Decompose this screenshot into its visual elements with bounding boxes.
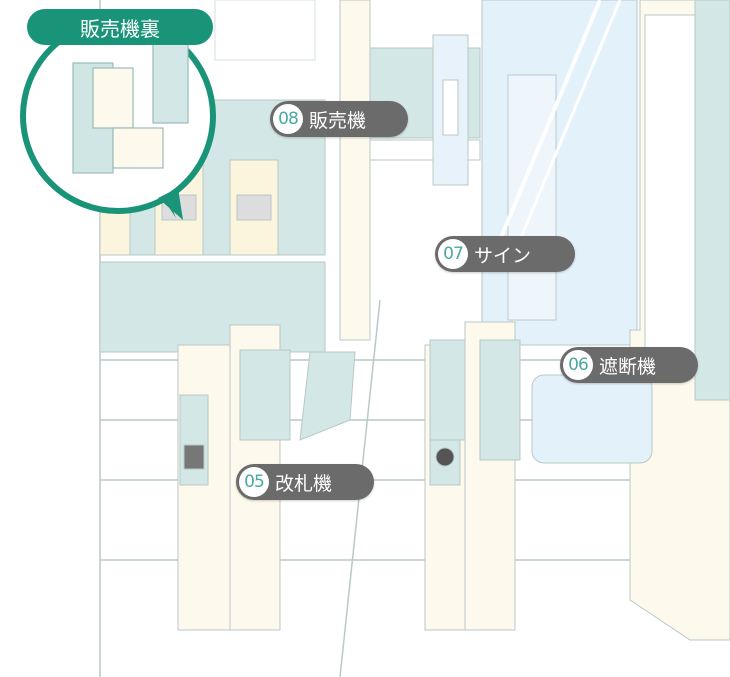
hotspot-label: 改札機 bbox=[275, 472, 333, 495]
hotspot-number: 07 bbox=[438, 239, 468, 269]
hotspot-label: 遮断機 bbox=[599, 355, 657, 378]
hotspot-ticket-gate[interactable]: 05 改札機 bbox=[236, 464, 374, 500]
bubble-title[interactable]: 販売機裏 bbox=[27, 9, 213, 45]
hotspot-sign[interactable]: 07 サイン bbox=[435, 236, 575, 272]
hotspot-number: 06 bbox=[563, 350, 593, 380]
hotspot-label: サイン bbox=[474, 244, 532, 267]
hotspot-barrier[interactable]: 06 遮断機 bbox=[560, 347, 698, 383]
hotspot-number: 08 bbox=[273, 104, 303, 134]
hotspot-label: 販売機 bbox=[309, 109, 367, 132]
hotspot-vending-machine[interactable]: 08 販売機 bbox=[270, 101, 408, 137]
hotspot-number: 05 bbox=[239, 467, 269, 497]
barrier bbox=[531, 374, 653, 464]
ticket-gate-right bbox=[424, 321, 521, 631]
